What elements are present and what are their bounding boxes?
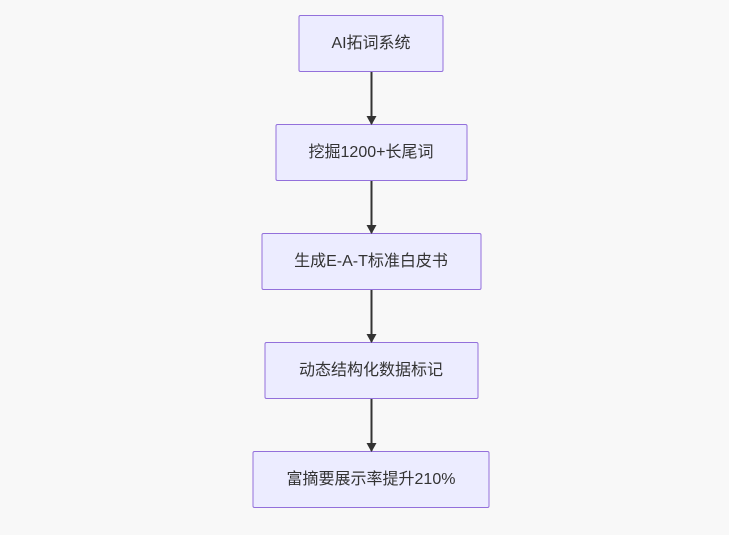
node-label: 挖掘1200+长尾词 — [308, 143, 434, 161]
node-ai-keyword-system: AI拓词系统 — [298, 15, 444, 72]
arrow-down-connector — [370, 399, 372, 451]
arrow-down-connector — [370, 181, 372, 233]
node-rich-snippet-rate-increase: 富摘要展示率提升210% — [252, 451, 490, 508]
node-label: 动态结构化数据标记 — [298, 361, 443, 379]
node-label: 生成E-A-T标准白皮书 — [294, 252, 448, 270]
arrow-down-connector — [370, 72, 372, 124]
node-label: 富摘要展示率提升210% — [286, 470, 456, 488]
node-label: AI拓词系统 — [331, 34, 411, 52]
node-eat-whitepaper-generation: 生成E-A-T标准白皮书 — [261, 233, 481, 290]
flowchart: AI拓词系统 挖掘1200+长尾词 生成E-A-T标准白皮书 动态结构化数据标记… — [252, 15, 490, 508]
arrow-down-connector — [370, 290, 372, 342]
node-longtail-keyword-mining: 挖掘1200+长尾词 — [275, 124, 467, 181]
node-dynamic-structured-data-markup: 动态结构化数据标记 — [264, 342, 478, 399]
